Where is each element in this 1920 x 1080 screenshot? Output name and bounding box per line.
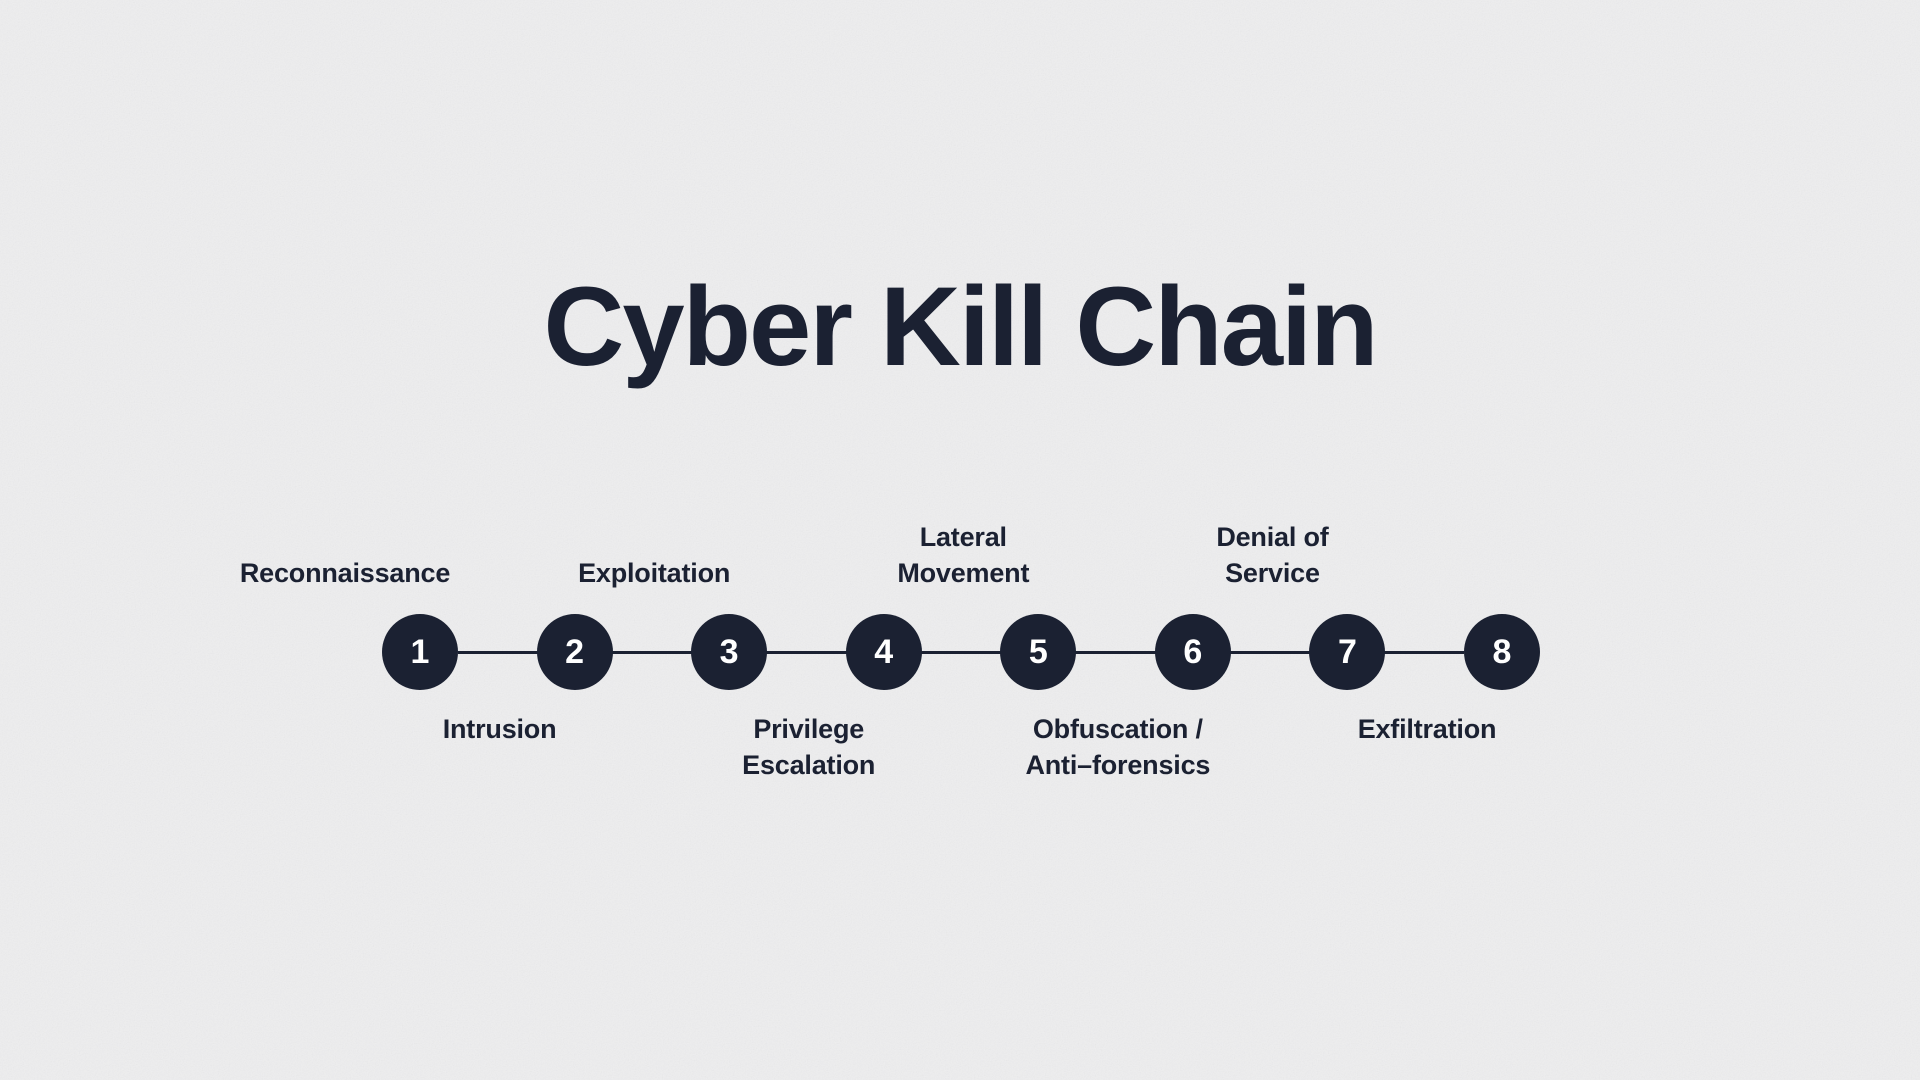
timeline-node-label-line: Obfuscation /	[1032, 714, 1203, 744]
timeline-node-label: Exploitation	[504, 556, 804, 592]
timeline-node-label-line: Escalation	[742, 749, 876, 780]
timeline-node-label-line: Reconnaissance	[239, 558, 451, 589]
timeline-node-label: Denial of Service	[1122, 520, 1422, 592]
timeline-node-number: 4	[874, 633, 894, 671]
timeline-node-label-line: Intrusion	[442, 714, 557, 744]
timeline-node-label-line: Service	[1225, 558, 1320, 589]
timeline-node-label-line: Movement	[897, 558, 1030, 589]
timeline-node-7[interactable]: 7 Denial of Service	[1216, 522, 1386, 690]
timeline-node-number: 7	[1337, 633, 1357, 671]
timeline-node-number: 1	[410, 633, 430, 671]
page-title: Cyber Kill Chain	[543, 264, 1378, 390]
timeline-node-number: 3	[719, 633, 739, 671]
timeline-node-label: Reconnaissance	[195, 556, 495, 592]
timeline-rail	[458, 650, 1464, 654]
timeline-node-number: 6	[1183, 633, 1203, 671]
timeline-node-label: Obfuscation / Anti–forensics	[968, 712, 1268, 784]
timeline-node-label-line: Anti–forensics	[1025, 749, 1211, 780]
timeline-node-label-line: Lateral	[919, 522, 1007, 553]
timeline-node-label: Exfiltration	[1277, 712, 1577, 748]
timeline-node-label-line: Denial of	[1216, 522, 1329, 553]
timeline-node-1[interactable]: 1 Reconnaissance	[240, 558, 458, 690]
timeline-node-3[interactable]: 3 Exploitation	[578, 558, 768, 690]
timeline-node-label: Intrusion	[350, 712, 650, 748]
timeline-node-label-line: Exploitation	[578, 558, 731, 589]
timeline-node-number: 2	[565, 633, 585, 671]
timeline-node-label-line: Exfiltration	[1357, 714, 1497, 744]
timeline-node-number: 8	[1492, 633, 1512, 671]
timeline-node-number: 5	[1028, 633, 1048, 671]
timeline-node-label-line: Privilege	[753, 714, 865, 744]
